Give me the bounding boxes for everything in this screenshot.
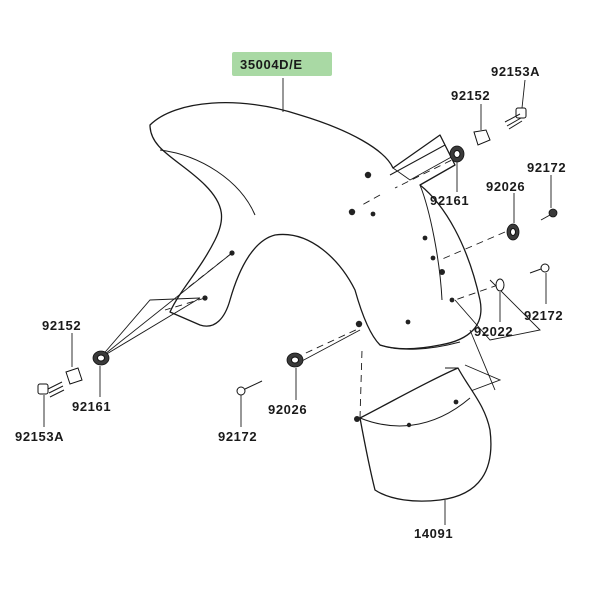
grommet-left-icon[interactable] [92, 350, 110, 366]
label-bolt-center[interactable]: 92172 [218, 429, 257, 444]
grommet-center-icon[interactable] [286, 352, 304, 368]
main-part-highlight [232, 52, 332, 76]
label-bolt-right-lower[interactable]: 92172 [524, 308, 563, 323]
label-washer-right[interactable]: 92022 [474, 324, 513, 339]
front-fender[interactable] [149, 102, 482, 350]
collar-top-icon[interactable] [473, 129, 491, 146]
bolt-right-upper-icon[interactable] [540, 208, 558, 221]
grommet-top-icon[interactable] [449, 145, 465, 163]
label-grommet-center[interactable]: 92026 [268, 402, 307, 417]
label-collar-top[interactable]: 92152 [451, 88, 490, 103]
label-grommet-left[interactable]: 92161 [72, 399, 111, 414]
label-screw-left[interactable]: 92153A [15, 429, 64, 444]
label-grommet-top[interactable]: 92161 [430, 193, 469, 208]
label-collar-left[interactable]: 92152 [42, 318, 81, 333]
bolt-right-lower-icon[interactable] [529, 263, 550, 274]
label-leaders [43, 79, 552, 525]
label-grommet-right[interactable]: 92026 [486, 179, 525, 194]
bolt-center-icon[interactable] [236, 380, 263, 396]
leader-lines [99, 78, 541, 396]
rear-flap[interactable] [354, 367, 492, 502]
label-screw-top[interactable]: 92153A [491, 64, 540, 79]
washer-right-icon[interactable] [495, 278, 505, 292]
label-main-fender[interactable]: 35004D/E [240, 57, 303, 72]
label-bolt-right-upper[interactable]: 92172 [527, 160, 566, 175]
screw-top-icon[interactable] [504, 107, 527, 130]
label-rear-flap[interactable]: 14091 [414, 526, 453, 541]
collar-left-icon[interactable] [65, 367, 83, 385]
screw-left-icon[interactable] [37, 381, 65, 398]
grommet-right-icon[interactable] [506, 223, 520, 241]
